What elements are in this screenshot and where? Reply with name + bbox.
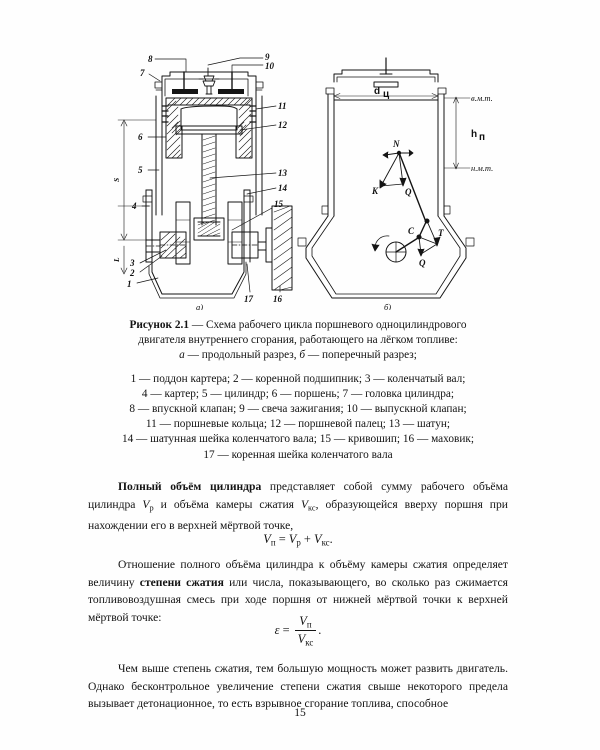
callout-5: 5 [138,165,143,175]
callout-17: 17 [244,294,254,304]
diagram-b-transverse-section [297,57,475,299]
callout-14: 14 [278,183,288,193]
formula2-epsilon: ε [274,622,280,637]
force-label-C: C [408,226,415,236]
legend-line: 14 — шатунная шейка коленчатого вала; 15… [121,433,475,446]
formula2-den-var: V [297,632,306,647]
bore-diameter-subscript: ц [383,89,390,100]
stroke-height-label: h [471,129,477,140]
formula2-num-var: V [299,614,307,628]
formula1-rhs1-subscript: р [296,537,301,548]
force-label-K: K [371,186,379,196]
formula1-lhs: V [263,532,271,546]
callout-9: 9 [265,52,270,62]
callout-16: 16 [273,294,283,304]
callout-4: 4 [131,201,137,211]
figure-caption-dash: — [189,319,206,331]
paragraph-detonation: Чем выше степень сжатия, тем большую мощ… [88,660,508,713]
formula2-numerator: Vп [295,614,317,630]
stroke-height-subscript: п [479,132,485,143]
figure-legend-list: 1 — поддон картера; 2 — коренной подшипн… [88,372,508,463]
p3-text: Чем выше степень сжатия, тем большую мощ… [88,662,508,711]
formula1-rhs2: V [314,532,322,546]
subcaption-a-letter: а [179,349,185,362]
figure-number: Рисунок 2.1 [129,319,190,331]
term-full-cylinder-volume: Полный объём цилиндра [118,480,262,493]
var-Vr-subscript: р [149,502,154,512]
tdc-label: в.м.т. [471,93,493,103]
formula1-plus: + [300,532,314,546]
callout-8: 8 [148,54,153,64]
var-Vkc-subscript: кс [308,502,316,512]
force-label-T: T [438,228,444,238]
subfigure-b-label: б) [384,302,391,310]
p2-text-b: или числа, показывающего, во сколько раз… [88,575,508,624]
figure-2-1: 8 9 10 7 11 12 6 5 13 14 15 4 3 2 1 17 1… [0,10,600,310]
paragraph-compression-ratio: Отношение полного объёма цилиндра к объё… [88,556,508,626]
formula1-period: . [329,532,333,546]
force-label-Q-lower: Q [419,258,426,268]
figure-caption: Рисунок 2.1 — Схема рабочего цикла поршн… [88,318,508,463]
force-label-N: N [392,139,400,149]
callout-3: 3 [129,258,135,268]
subcaption-a-text: — продольный разрез, [184,349,300,362]
callout-10: 10 [265,61,275,71]
dimension-label-stroke: S [112,178,121,182]
bdc-label: н.м.т. [471,163,493,173]
callout-12: 12 [278,120,288,130]
formula2-num-subscript: п [306,619,312,630]
figure-caption-line1: Схема рабочего цикла поршневого одноцили… [205,319,467,331]
p1-text-b: и объёма камеры сжатия [153,497,301,511]
p1-text-c: , образующейся вверху поршня при нахожде… [88,497,509,532]
page-number: 15 [294,706,306,719]
p2-text-a: Отношение полного объёма цилиндра к объё… [88,558,508,589]
subcaption-b-text: — поперечный разрез; [305,349,417,362]
var-Vr: V [142,497,150,511]
callout-6: 6 [138,132,143,142]
legend-line: 8 — впускной клапан; 9 — свеча зажигания… [129,403,467,416]
callout-15: 15 [274,199,284,209]
formula1-rhs2-subscript: кс [321,537,330,548]
var-Vkc: V [300,497,309,511]
p1-text-a: представляет собой сумму рабочего объёма… [88,480,508,511]
dimension-label-length: L [112,257,121,263]
formula-total-volume: Vп = Vр + Vкс. [88,532,508,547]
subcaption-b-letter: б [299,349,306,362]
formula2-den-subscript: кс [305,637,314,648]
callout-2: 2 [129,268,135,278]
figure-caption-line2: двигателя внутреннего сгорания, работающ… [138,334,458,347]
engine-schematic-svg: 8 9 10 7 11 12 6 5 13 14 15 4 3 2 1 17 1… [112,52,493,310]
legend-line: 11 — поршневые кольца; 12 — поршневой па… [145,418,451,431]
formula2-fraction: Vп Vкс [294,614,317,648]
legend-line: 17 — коренная шейка коленчатого вала [203,448,393,461]
subfigure-a-label: а) [196,302,203,310]
term-compression-ratio: степени сжатия [139,575,224,589]
callout-1: 1 [127,279,132,289]
bore-diameter-label: d [374,86,380,97]
formula1-equals: = [275,532,289,546]
force-label-Q-upper: Q [405,187,412,197]
callout-13: 13 [278,168,288,178]
formula1-lhs-subscript: п [270,537,276,548]
formula2-period: . [318,622,322,637]
paragraph-full-volume: Полный объём цилиндра представляет собой… [88,478,508,534]
diagram-a-longitudinal-section [117,57,293,299]
legend-line: 4 — картер; 5 — цилиндр; 6 — поршень; 7 … [141,387,455,400]
callout-7: 7 [140,68,145,78]
formula2-equals: = [279,622,293,637]
figure-caption-title: Рисунок 2.1 — Схема рабочего цикла поршн… [88,318,508,364]
formula2-denominator: Vкс [294,630,317,648]
formula-compression-ratio: ε = Vп Vкс . [88,614,508,648]
callout-11: 11 [278,101,287,111]
formula1-rhs1: V [288,532,297,546]
legend-line: 1 — поддон картера; 2 — коренной подшипн… [130,372,466,385]
